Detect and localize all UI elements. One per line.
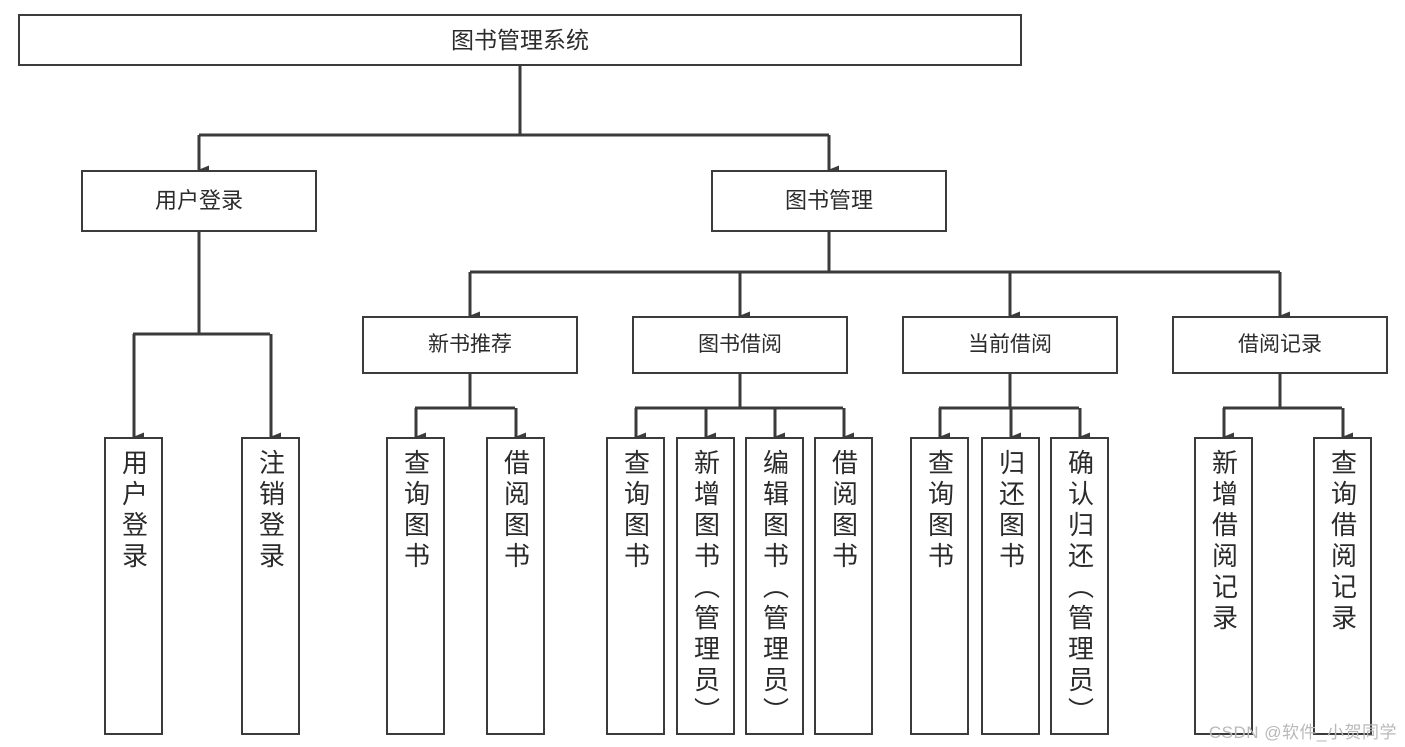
node-leaf-borrow-borrow-book[interactable]: 借阅图书 xyxy=(814,437,873,735)
node-leaf-current-confirm-return-label: 确认归还（管理员） xyxy=(1064,449,1095,728)
node-leaf-rec-borrow-book[interactable]: 借阅图书 xyxy=(486,437,545,735)
node-leaf-user-logout[interactable]: 注销登录 xyxy=(241,437,300,735)
node-leaf-borrow-add-book-label: 新增图书（管理员） xyxy=(690,449,721,728)
node-root-label: 图书管理系统 xyxy=(451,26,589,53)
node-leaf-borrow-add-book[interactable]: 新增图书（管理员） xyxy=(676,437,735,735)
node-borrow-record-label: 借阅记录 xyxy=(1238,332,1322,356)
node-current-borrow-label: 当前借阅 xyxy=(968,332,1052,356)
node-leaf-record-add[interactable]: 新增借阅记录 xyxy=(1194,437,1253,735)
node-leaf-user-login[interactable]: 用户登录 xyxy=(104,437,163,735)
node-book-manage[interactable]: 图书管理 xyxy=(711,170,947,232)
node-user-login-label: 用户登录 xyxy=(154,188,243,214)
node-leaf-user-login-label: 用户登录 xyxy=(118,449,149,573)
node-user-login[interactable]: 用户登录 xyxy=(81,170,317,232)
node-leaf-borrow-borrow-book-label: 借阅图书 xyxy=(828,449,859,573)
node-book-borrow-label: 图书借阅 xyxy=(698,332,782,356)
node-leaf-current-confirm-return[interactable]: 确认归还（管理员） xyxy=(1050,437,1109,735)
node-leaf-borrow-edit-book[interactable]: 编辑图书（管理员） xyxy=(745,437,804,735)
node-leaf-current-return-book-label: 归还图书 xyxy=(995,449,1026,573)
node-leaf-user-logout-label: 注销登录 xyxy=(255,449,286,573)
node-current-borrow[interactable]: 当前借阅 xyxy=(902,316,1118,374)
node-leaf-current-return-book[interactable]: 归还图书 xyxy=(981,437,1040,735)
node-leaf-current-query-book-label: 查询图书 xyxy=(924,449,955,573)
node-leaf-borrow-edit-book-label: 编辑图书（管理员） xyxy=(759,449,790,728)
node-leaf-rec-borrow-book-label: 借阅图书 xyxy=(500,449,531,573)
node-leaf-borrow-query-book[interactable]: 查询图书 xyxy=(606,437,665,735)
node-new-book-recommend[interactable]: 新书推荐 xyxy=(362,316,578,374)
watermark: CSDN @软件_小贺同学 xyxy=(1208,723,1397,742)
node-leaf-record-add-label: 新增借阅记录 xyxy=(1208,449,1239,635)
node-leaf-record-query[interactable]: 查询借阅记录 xyxy=(1313,437,1372,735)
node-book-manage-label: 图书管理 xyxy=(784,188,873,214)
node-new-book-recommend-label: 新书推荐 xyxy=(428,332,512,356)
node-leaf-borrow-query-book-label: 查询图书 xyxy=(620,449,651,573)
node-leaf-current-query-book[interactable]: 查询图书 xyxy=(910,437,969,735)
node-borrow-record[interactable]: 借阅记录 xyxy=(1172,316,1388,374)
node-leaf-record-query-label: 查询借阅记录 xyxy=(1327,449,1358,635)
node-leaf-rec-query-book-label: 查询图书 xyxy=(400,449,431,573)
node-book-borrow[interactable]: 图书借阅 xyxy=(632,316,848,374)
edge-group xyxy=(132,66,1353,442)
node-root[interactable]: 图书管理系统 xyxy=(18,14,1022,66)
node-leaf-rec-query-book[interactable]: 查询图书 xyxy=(386,437,445,735)
